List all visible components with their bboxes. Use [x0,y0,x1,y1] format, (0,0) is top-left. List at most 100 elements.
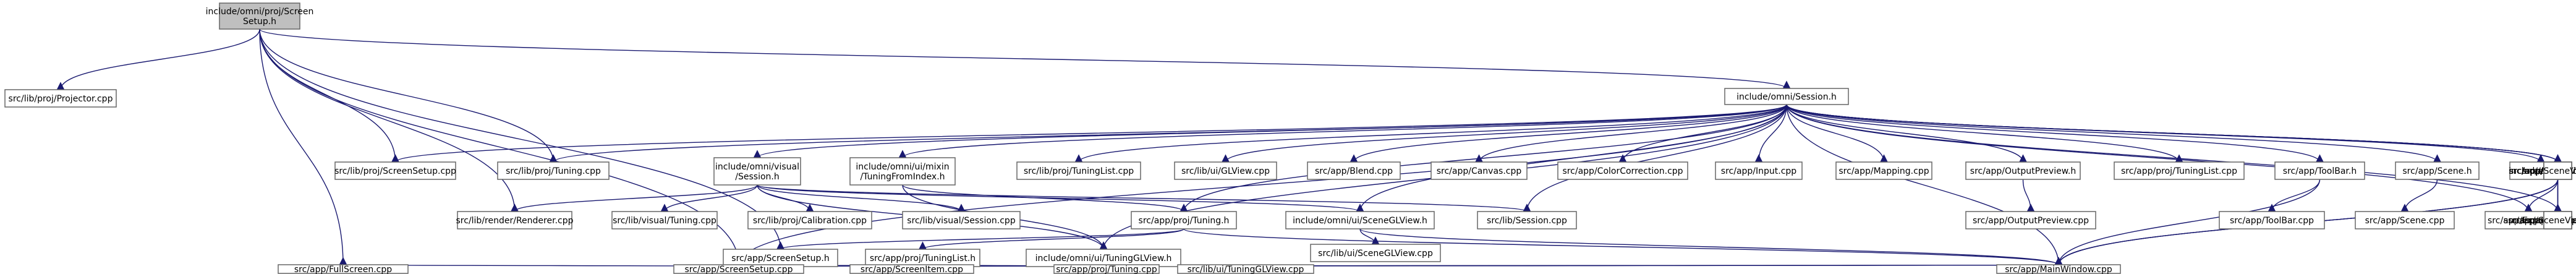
edge-session_h-to-lib_glview [1222,104,1787,163]
node-label: src/app/proj/TuningList.h [870,254,976,263]
node-label: include/omni/proj/Screen [206,7,314,17]
node-box [2543,161,2572,180]
node-label: src/app/Blend.cpp [1315,166,1393,176]
node-lib-tuning[interactable]: src/lib/proj/Tuning.cpp [497,161,610,180]
node-box [1724,88,1849,105]
edge-root-to-app_fullscreen [259,28,347,265]
edge-session_h-to-lib_screensetup [391,104,1787,163]
edge-sceneglview_h-to-app_mainwindow_cpp [1359,228,2063,265]
node-lib-session[interactable]: src/lib/Session.cpp [1477,211,1577,229]
edge-sceneglview_h-to-lib_sceneglview [1359,228,1380,245]
node-box [1310,244,1441,262]
node-lib-tuninglist[interactable]: src/lib/proj/TuningList.cpp [1016,161,1141,180]
node-box [2274,161,2365,180]
node-app-toolbar-cpp[interactable]: src/app/ToolBar.cpp [2219,211,2325,229]
node-box [723,249,838,267]
node-tuningglview-h[interactable]: include/omni/ui/TuningGLView.h [1026,249,1181,267]
node-box [1053,264,1160,274]
node-label: src/lib/render/Renderer.cpp [456,216,574,226]
node-label: src/lib/proj/Tuning.cpp [506,166,601,176]
node-root[interactable]: include/omni/proj/ScreenSetup.h [206,2,314,30]
node-app-tuninglist-cpp[interactable]: src/app/proj/TuningList.cpp [2114,161,2245,180]
node-app-screenitem[interactable]: src/app/ScreenItem.cpp [849,264,974,274]
node-lib-screensetup[interactable]: src/lib/proj/ScreenSetup.cpp [334,161,456,180]
node-app-scene-h[interactable]: src/app/Scene.h [2395,161,2480,180]
node-box [1131,211,1237,229]
edge-visual_session_h-to-lib_visual_session [757,184,966,212]
node-app-outputpreview-cpp[interactable]: src/app/OutputPreview.cpp [1965,211,2096,229]
node-lib-visual-session[interactable]: src/lib/visual/Session.cpp [902,211,1021,229]
node-app-screensetup-h[interactable]: src/app/ScreenSetup.h [723,249,838,267]
node-box [1965,161,2081,180]
node-tuningfromindex-h[interactable]: include/omni/ui/mixin/TuningFromIndex.h [849,157,956,186]
edge-app_outputpreview_h-to-app_outputpreview_cpp [2022,179,2035,212]
node-box [2114,161,2245,180]
node-app-toolbar-h[interactable]: src/app/ToolBar.h [2274,161,2365,180]
node-app-tuninglist-h[interactable]: src/app/proj/TuningList.h [865,249,980,267]
node-label: src/app/OutputPreview.cpp [1973,216,2089,226]
node-app-mainwindow-cpp[interactable]: src/app/MainWindow.cpp [1996,264,2121,274]
edge-root-to-app_screensetup_cpp [259,28,743,265]
nodes-layer: include/omni/proj/ScreenSetup.h src/lib/p… [4,2,2576,274]
node-label: src/app/proj/TuningList.cpp [2121,166,2237,176]
node-box [611,211,718,229]
node-sceneglview-h[interactable]: include/omni/ui/SceneGLView.h [1285,211,1435,229]
node-label: src/lib/Session.cpp [1487,216,1567,226]
node-app-sceneviewer-cpp[interactable]: src/app/SceneViewer.cpp [2504,211,2576,229]
node-box [1285,211,1435,229]
edge-app_tuning_h-to-app_mainwindow_cpp [1183,228,2063,265]
node-label: src/app/Input.cpp [1721,166,1797,176]
node-app-colorcorrection[interactable]: src/app/ColorCorrection.cpp [1557,161,1688,180]
edge-session_h-to-app_export_cpp [1786,104,2533,212]
edge-root-to-session_h [259,28,1791,89]
edge-app_toolbar_h-to-app_mainwindow_cpp [2054,179,2321,265]
edge-session_h-to-tuningfromindex_h [898,104,1787,158]
node-label: src/lib/proj/Projector.cpp [9,94,113,104]
node-lib-renderer[interactable]: src/lib/render/Renderer.cpp [456,211,574,229]
node-app-tuning-h[interactable]: src/app/proj/Tuning.h [1131,211,1237,229]
node-app-fullscreen[interactable]: src/app/FullScreen.cpp [278,264,409,274]
node-label: include/omni/ui/TuningGLView.h [1035,254,1172,263]
node-label: src/app/Scene.h [2402,166,2472,176]
node-session-h[interactable]: include/omni/Session.h [1724,88,1849,105]
node-app-screensetup-cpp[interactable]: src/app/ScreenSetup.cpp [673,264,804,274]
node-box [2219,211,2325,229]
edge-tuningfromindex_h-to-app_tuning_h [902,184,1188,212]
node-app-tuning-cpp[interactable]: src/app/proj/Tuning.cpp [1053,264,1160,274]
node-lib-tuningglview[interactable]: src/lib/ui/TuningGLView.cpp [1177,264,1314,274]
node-box [334,161,456,180]
node-box [1174,161,1277,180]
node-visual-session-h[interactable]: include/omni/visual/Session.h [713,157,801,186]
node-label: src/app/SceneViewer.h [2509,166,2576,176]
node-lib-sceneglview[interactable]: src/lib/ui/SceneGLView.cpp [1310,244,1441,262]
node-label: src/app/SceneViewer.cpp [2504,216,2576,226]
node-lib-glview[interactable]: src/lib/ui/GLView.cpp [1174,161,1277,180]
node-box [673,264,804,274]
node-projector[interactable]: src/lib/proj/Projector.cpp [4,89,117,108]
edge-app_scene_h-to-app_scene_cpp [2400,179,2438,212]
node-app-outputpreview-h[interactable]: src/app/OutputPreview.h [1965,161,2081,180]
edge-app_tuning_h-to-app_screensetup_h [776,228,1184,250]
node-app-input[interactable]: src/app/Input.cpp [1715,161,1803,180]
node-box [457,211,572,229]
edge-root-to-lib_renderer [259,28,519,212]
node-app-blend[interactable]: src/app/Blend.cpp [1307,161,1401,180]
node-label: src/app/OutputPreview.h [1970,166,2076,176]
node-box [219,2,300,30]
node-box [865,249,980,267]
node-lib-calibration[interactable]: src/lib/proj/Calibration.cpp [747,211,872,229]
edge-session_h-to-app_toolbar_h [1786,104,2324,163]
node-app-canvas[interactable]: src/app/Canvas.cpp [1430,161,1528,180]
node-app-sceneviewer-h[interactable]: src/app/SceneViewer.h [2509,161,2576,180]
node-box [2543,211,2572,229]
node-box [849,157,956,186]
node-app-scene-cpp[interactable]: src/app/Scene.cpp [2355,211,2455,229]
node-label: include/omni/ui/mixin [856,162,949,172]
node-box [1996,264,2121,274]
node-lib-visual-tuning[interactable]: src/lib/visual/Tuning.cpp [611,211,718,229]
node-box [747,211,872,229]
node-box [1835,161,1932,180]
node-label: src/app/FullScreen.cpp [294,265,392,274]
node-box [1026,249,1181,267]
node-app-mapping[interactable]: src/app/Mapping.cpp [1835,161,1932,180]
